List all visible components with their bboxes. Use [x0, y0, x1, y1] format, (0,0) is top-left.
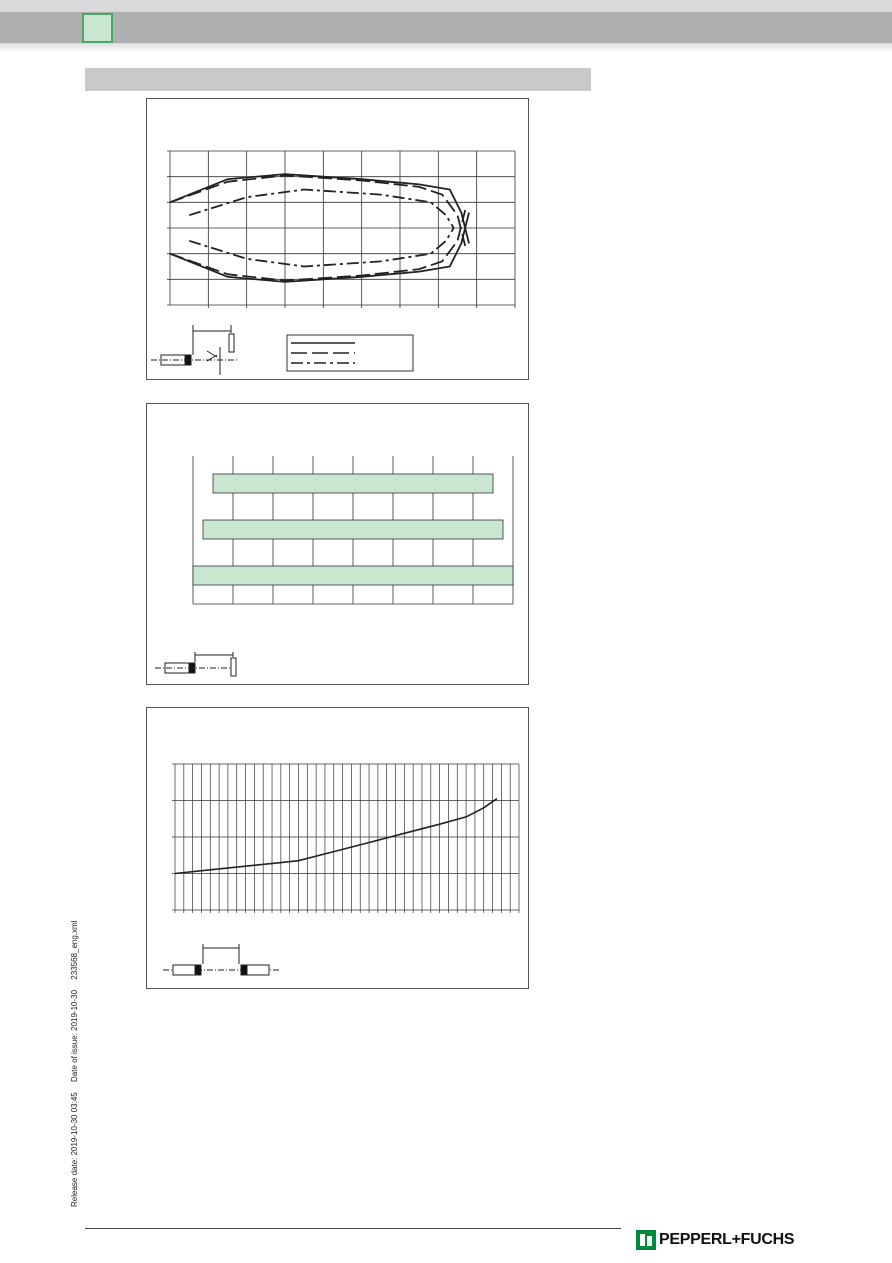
header-top-strip — [0, 0, 892, 12]
target-plate — [230, 657, 237, 677]
range-bar — [192, 565, 514, 586]
emitter-body — [172, 964, 196, 976]
header-band — [0, 12, 892, 43]
header-accent-square — [82, 13, 113, 43]
file-name: 233568_eng.xml — [70, 920, 79, 980]
curve-dash-dot — [188, 188, 455, 229]
brand-logo[interactable]: PEPPERL+FUCHS — [636, 1229, 795, 1251]
curve-solid — [174, 798, 498, 875]
curve-dashed — [169, 209, 467, 282]
range-bar — [212, 473, 494, 494]
sensor-pair-diagram — [163, 944, 279, 976]
chart-grid — [172, 763, 520, 913]
curve-dash-dot — [188, 227, 455, 268]
receiver-face — [240, 964, 248, 976]
sensor-diagram — [155, 652, 237, 677]
curve-solid — [169, 212, 470, 283]
release-date: Release date: 2019-10-30 03:45 — [70, 1092, 79, 1207]
operating-range-chart — [155, 456, 514, 677]
chart-curves — [169, 173, 470, 283]
range-bar — [202, 519, 504, 540]
chart-legend — [286, 334, 414, 372]
header-shadow — [0, 43, 892, 52]
target-plate — [228, 333, 235, 353]
operating-range-panel — [146, 403, 529, 685]
receiver-body — [246, 964, 270, 976]
detection-range-chart — [151, 150, 516, 375]
distance-curve-chart — [163, 763, 520, 976]
chart-bars — [192, 473, 514, 586]
brand-mark-icon — [636, 1230, 656, 1250]
curve-dashed — [169, 174, 467, 247]
section-title-bar — [85, 68, 591, 91]
chart-grid — [167, 150, 516, 308]
footer-rule — [85, 1228, 621, 1229]
brand-name: PEPPERL+FUCHS — [659, 1231, 795, 1248]
distance-curve-panel — [146, 707, 529, 989]
release-info: Release date: 2019-10-30 03:45 Date of i… — [70, 913, 79, 1207]
sensor-diagram — [151, 325, 237, 375]
characteristic-curve-panel — [146, 98, 529, 380]
emitter-face — [194, 964, 202, 976]
chart-curves — [174, 798, 498, 875]
curve-solid — [169, 173, 470, 244]
date-of-issue: Date of issue: 2019-10-30 — [70, 989, 79, 1082]
